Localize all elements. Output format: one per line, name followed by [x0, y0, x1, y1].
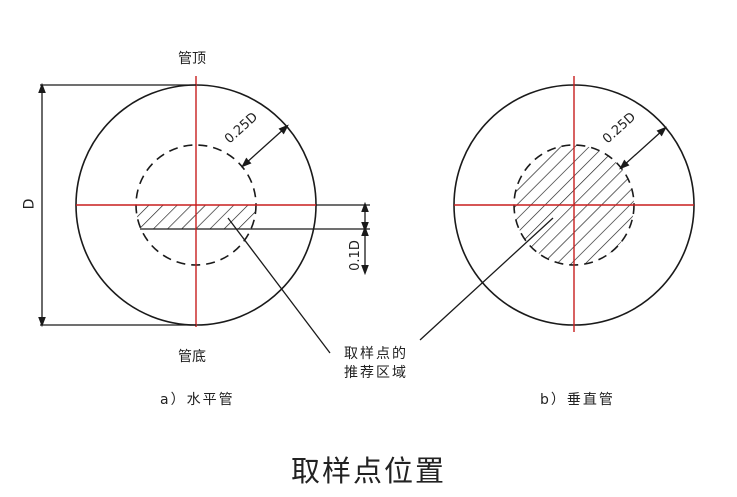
- vertical-pipe-diagram: [419, 76, 695, 341]
- caption-horizontal-pipe: a）水平管: [160, 392, 235, 408]
- caption-vertical-pipe: b）垂直管: [540, 392, 615, 408]
- pipe-bottom-label: 管底: [178, 349, 206, 365]
- horizontal-pipe-diagram: [38, 76, 370, 354]
- band-height-label: 0.1D: [347, 240, 363, 271]
- figure-title: 取样点位置: [290, 454, 446, 488]
- callout-line-2: 推荐区域: [344, 365, 408, 381]
- callout-line-1: 取样点的: [344, 346, 408, 362]
- pipe-top-label: 管顶: [178, 51, 206, 67]
- diameter-label: D: [21, 198, 38, 210]
